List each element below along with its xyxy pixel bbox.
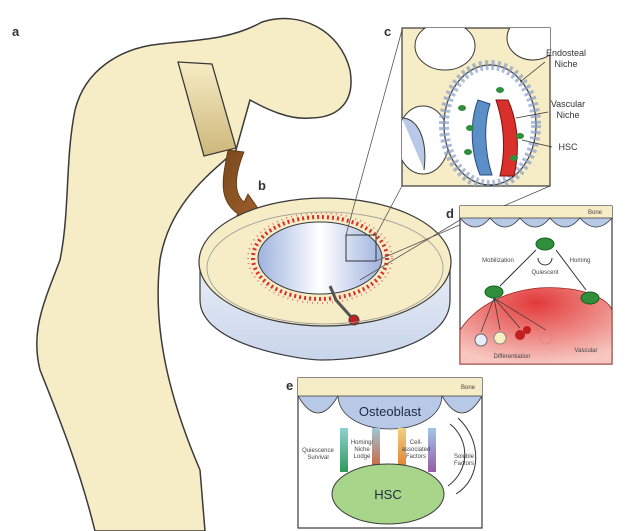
label-mobilization: Mobilization bbox=[482, 258, 514, 264]
label-vascular: Vascular bbox=[551, 99, 585, 109]
label-homing-e: Homing/ bbox=[351, 440, 374, 446]
label-associated: associated bbox=[402, 447, 431, 453]
label-d-bone: Bone bbox=[588, 210, 603, 216]
label-survival: Survival bbox=[307, 455, 328, 461]
label-endosteal-niche: Niche bbox=[554, 59, 577, 69]
label-cell: Cell- bbox=[410, 440, 422, 446]
label-vascular-d: Vascular bbox=[575, 348, 598, 354]
label-quiescence: Quiescence bbox=[302, 448, 334, 454]
panel-c-niche-zoom bbox=[397, 16, 559, 186]
label-soluble-factors: Factors bbox=[454, 461, 474, 467]
bone-ring-cross-section bbox=[199, 198, 451, 360]
label-osteoblast: Osteoblast bbox=[359, 404, 422, 419]
label-hsc: HSC bbox=[558, 142, 578, 152]
label-homing: Homing bbox=[570, 258, 591, 264]
panel-d-hsc-dynamics bbox=[460, 206, 612, 364]
label-factors: Factors bbox=[406, 454, 426, 460]
panel-b-letter: b bbox=[258, 178, 266, 193]
label-quiescent: Quiescent bbox=[531, 270, 558, 276]
panel-c-letter: c bbox=[384, 24, 391, 39]
label-vascular-niche: Niche bbox=[556, 110, 579, 120]
label-endosteal: Endosteal bbox=[546, 48, 586, 58]
label-differentiation: Differentiation bbox=[494, 354, 531, 360]
label-hsc-e: HSC bbox=[374, 487, 401, 502]
panel-e-letter: e bbox=[286, 378, 293, 393]
label-lodge: Lodge bbox=[354, 454, 371, 460]
label-soluble: Soluble bbox=[454, 454, 475, 460]
label-e-bone: Bone bbox=[461, 385, 476, 391]
panel-d-letter: d bbox=[446, 206, 454, 221]
panel-a-letter: a bbox=[12, 24, 20, 39]
label-niche-e: Niche bbox=[354, 447, 370, 453]
